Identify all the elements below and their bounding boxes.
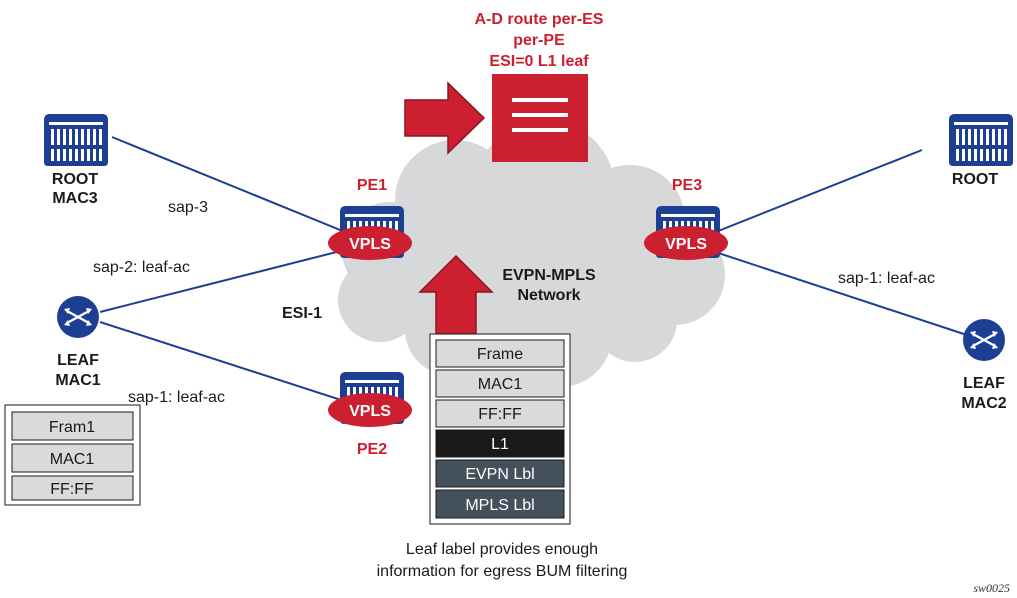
links (99, 136, 983, 411)
route-document-icon (492, 74, 588, 162)
vpls-pe2-label: VPLS (349, 403, 391, 420)
center-frame-stack: Frame MAC1 FF:FF L1 EVPN Lbl MPLS Lbl (429, 333, 571, 525)
route-title-line2: per-PE (513, 32, 565, 49)
leaf-mac1-label-line2: MAC1 (55, 372, 100, 389)
link-pe3-leaf (687, 242, 983, 341)
vpls-pe1-label: VPLS (349, 236, 391, 253)
sap1-left-label: sap-1: leaf-ac (128, 389, 225, 406)
route-title-line3: ESI=0 L1 leaf (489, 53, 589, 70)
caption-line1: Leaf label provides enough (406, 541, 598, 558)
center-stack-row-6: MPLS Lbl (465, 497, 534, 514)
encapsulation-arrow (418, 254, 494, 335)
pe1-label: PE1 (357, 177, 387, 194)
left-stack-row-3: FF:FF (50, 481, 94, 498)
vpls-pe3: VPLS (644, 226, 728, 260)
sap2-label: sap-2: leaf-ac (93, 259, 190, 276)
sap3-label: sap-3 (168, 199, 208, 216)
link-root-pe1 (111, 136, 373, 244)
root-mac3-router-icon (44, 114, 108, 166)
root-mac3-label-line2: MAC3 (52, 190, 97, 207)
center-stack-row-1: Frame (477, 346, 523, 363)
leaf-mac2-label-line2: MAC2 (961, 395, 1006, 412)
esi-label: ESI-1 (282, 305, 322, 322)
root-right-label: ROOT (952, 171, 998, 188)
center-stack-row-2: MAC1 (478, 376, 523, 393)
left-stack-row-2: MAC1 (50, 451, 95, 468)
root-right-router-icon (949, 114, 1013, 166)
pe3-label: PE3 (672, 177, 702, 194)
link-pe3-root (687, 149, 923, 244)
vpls-pe2: VPLS (328, 393, 412, 427)
caption-line2: information for egress BUM filtering (377, 563, 628, 580)
vpls-pe3-label: VPLS (665, 236, 707, 253)
network-label-line2: Network (517, 287, 580, 304)
route-title-line1: A-D route per-ES (475, 11, 604, 28)
vpls-pe1: VPLS (328, 226, 412, 260)
network-label-line1: EVPN-MPLS (502, 267, 596, 284)
leaf-mac1-label-line1: LEAF (57, 352, 99, 369)
sap1-right-label: sap-1: leaf-ac (838, 270, 935, 287)
center-stack-row-5: EVPN Lbl (465, 466, 534, 483)
link-leaf-pe1 (99, 242, 373, 313)
advertise-arrow (404, 81, 486, 155)
center-stack-row-4: L1 (491, 436, 509, 453)
pe2-label: PE2 (357, 441, 387, 458)
leaf-mac2-label-line1: LEAF (963, 375, 1005, 392)
root-mac3-label-line1: ROOT (52, 171, 98, 188)
center-stack-row-3: FF:FF (478, 406, 522, 423)
figure-id: sw0025 (973, 581, 1010, 595)
left-frame-stack: Fram1 MAC1 FF:FF (4, 404, 141, 506)
link-leaf-pe2 (99, 321, 373, 411)
leaf-mac1-switch-icon (56, 295, 100, 339)
leaf-mac2-switch-icon (962, 318, 1006, 362)
left-stack-row-1: Fram1 (49, 419, 95, 436)
